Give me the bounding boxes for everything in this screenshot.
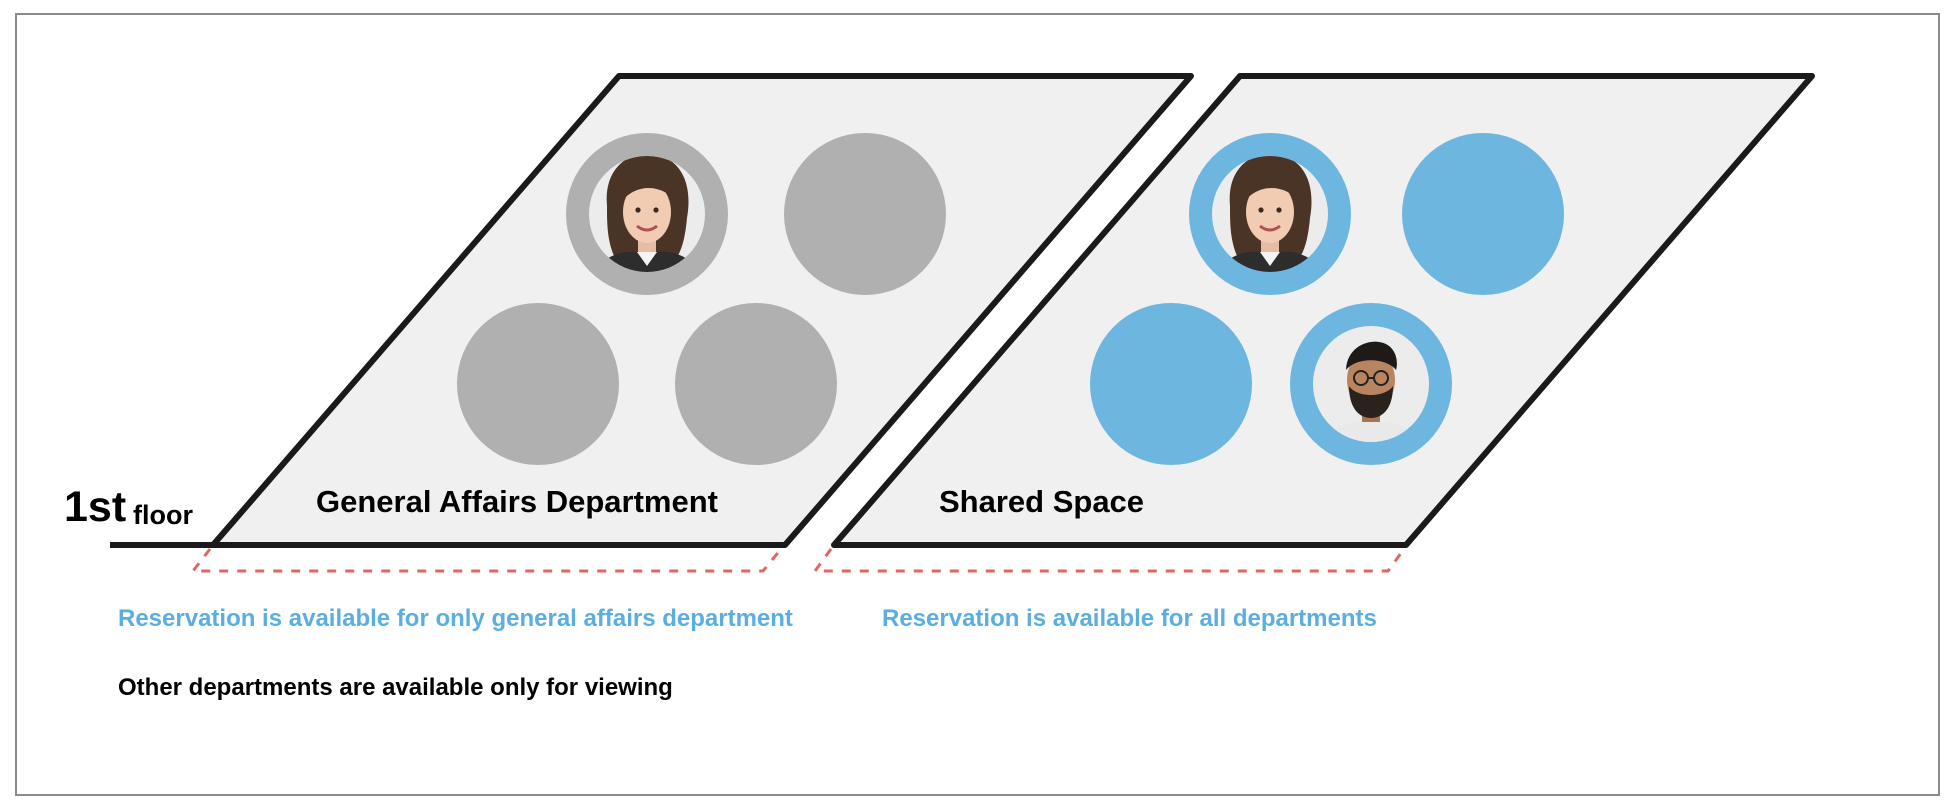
note-general-affairs-reservation: Reservation is available for only genera… [118,605,793,632]
diagram-frame [15,13,1940,796]
seat[interactable] [566,133,728,295]
seat[interactable] [675,303,837,465]
note-view-only: Other departments are available only for… [118,674,673,701]
seat[interactable] [1189,133,1351,295]
dashed-marker-general-affairs [189,548,783,573]
seat[interactable] [1290,303,1452,465]
seat[interactable] [457,303,619,465]
note-shared-reservation: Reservation is available for all departm… [882,605,1377,632]
seat[interactable] [1090,303,1252,465]
floor-label: floor [133,500,193,530]
floor-number: 1st [64,483,127,531]
zone-name-general-affairs: General Affairs Department [316,484,718,519]
seat[interactable] [784,133,946,295]
zone-general-affairs-area [210,73,1194,548]
zone-shared-space-area [831,73,1815,548]
seat[interactable] [1402,133,1564,295]
zone-name-shared-space: Shared Space [939,484,1145,519]
dashed-marker-shared-space [812,548,1406,573]
